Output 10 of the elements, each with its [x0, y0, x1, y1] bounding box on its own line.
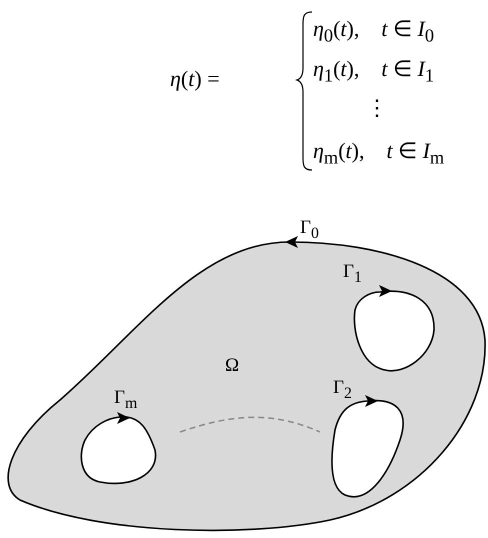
formula-text: η$_{1}$(t), t ∈ I$_{1}$: [313, 58, 434, 85]
boundary-label: Γ$_{m}$: [114, 388, 138, 412]
region-label: Ω: [225, 356, 240, 375]
formula-text: η$_{m}$(t), t ∈ I$_{m}$: [313, 140, 444, 167]
formula-text: η$_{0}$(t), t ∈ I$_{0}$: [313, 18, 434, 45]
boundary-label: Γ$_{1}$: [343, 262, 362, 286]
formula-text: ⋮: [366, 97, 388, 119]
boundary-label: Γ$_{0}$: [300, 218, 319, 242]
boundary-label: Γ$_{2}$: [333, 378, 352, 402]
formula-text: η(t) =: [170, 68, 220, 90]
